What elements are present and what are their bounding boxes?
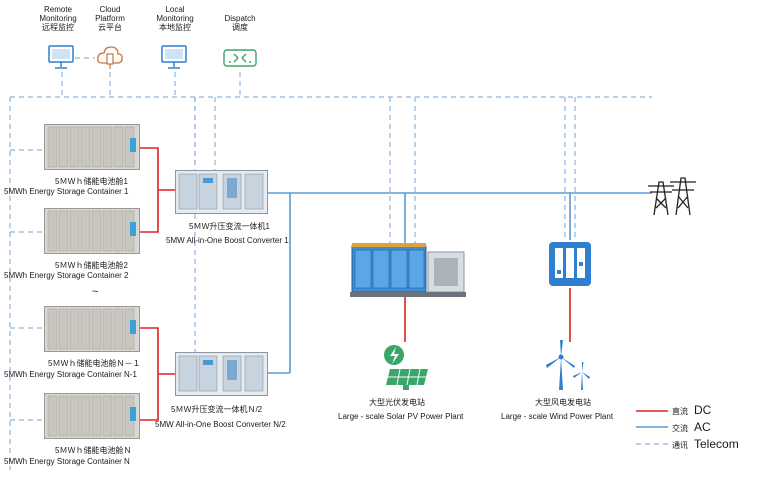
dispatch-label-en: Dispatch xyxy=(224,14,256,23)
container-n-1-label-zh: 5ＭＷｈ储能电池舱Ｎ－１ xyxy=(48,359,141,368)
remote-monitoring-label-en: Remote Monitoring xyxy=(39,5,77,23)
battery-container-icon xyxy=(44,124,140,170)
legend-dc: 直流 DC xyxy=(672,404,711,418)
container-n-label-zh: 5ＭＷｈ储能电池舱Ｎ xyxy=(55,446,132,455)
monitor-icon xyxy=(48,45,74,69)
boost-converter-icon xyxy=(175,170,268,214)
converter-n2-label-en: 5MW All-in-One Boost Converter N/2 xyxy=(155,420,286,429)
cloud-platform-label-zh: 云平台 xyxy=(98,23,122,32)
battery-container-icon xyxy=(44,208,140,254)
cloud-platform-icon xyxy=(97,46,123,69)
wind-power-cabinet-icon xyxy=(549,242,591,286)
dispatch-label-zh: 调度 xyxy=(232,23,248,32)
converter-n2-label-zh: 5ＭＷ升压变流一体机Ｎ/2 xyxy=(171,405,263,414)
dispatch-label: Dispatch 调度 xyxy=(208,14,272,32)
container-n-label-en: 5MWh Energy Storage Container N xyxy=(4,457,130,466)
transmission-tower-icon xyxy=(648,177,696,216)
local-monitoring-label-en: Local Monitoring xyxy=(156,5,194,23)
legend-dc-en: DC xyxy=(694,403,712,417)
legend-ac: 交流 AC xyxy=(672,421,711,435)
local-monitoring-label-zh: 本地监控 xyxy=(159,23,191,32)
legend-telecom-en: Telecom xyxy=(694,437,739,451)
converter-1-label-zh: 5ＭＷ升压变流一体机1 xyxy=(189,222,270,231)
solar-plant-label-zh: 大型光伏发电站 xyxy=(369,398,425,407)
container-1-label-zh: 5ＭＷｈ储能电池舱1 xyxy=(55,177,128,186)
solar-plant-label-en: Large - scale Solar PV Power Plant xyxy=(338,412,464,421)
cloud-platform-label: Cloud Platform 云平台 xyxy=(78,5,142,32)
converter-1-label-en: 5MW All-in-One Boost Converter 1 xyxy=(166,236,289,245)
container-2-label-en: 5MWh Energy Storage Container 2 xyxy=(4,271,129,280)
remote-monitoring-label: Remote Monitoring 远程监控 xyxy=(26,5,90,32)
legend-dc-zh: 直流 xyxy=(672,407,688,416)
cloud-platform-label-en: Cloud Platform xyxy=(95,5,125,23)
container-1-label-en: 5MWh Energy Storage Container 1 xyxy=(4,187,129,196)
legend-telecom-zh: 通讯 xyxy=(672,441,688,450)
remote-monitoring-label-zh: 远程监控 xyxy=(42,23,74,32)
telecom-network xyxy=(9,57,652,470)
legend-telecom: 通讯 Telecom xyxy=(672,438,739,452)
wind-plant-label-zh: 大型风电发电站 xyxy=(535,398,591,407)
monitor-icon xyxy=(161,45,187,69)
ellipsis-marker: ~ xyxy=(92,286,99,298)
boost-converter-icon xyxy=(175,352,268,396)
container-n-1-label-en: 5MWh Energy Storage Container N-1 xyxy=(4,370,137,379)
dispatch-switch-icon xyxy=(223,49,257,67)
legend-swatches xyxy=(636,410,668,445)
container-2-label-zh: 5ＭＷｈ储能电池舱2 xyxy=(55,261,128,270)
battery-container-icon xyxy=(44,393,140,439)
wind-turbine-icon xyxy=(546,340,590,390)
local-monitoring-label: Local Monitoring 本地监控 xyxy=(143,5,207,32)
pv-inverter-cabinet-icon xyxy=(350,243,466,297)
legend-ac-en: AC xyxy=(694,420,711,434)
ac-bus xyxy=(268,192,652,374)
legend-ac-zh: 交流 xyxy=(672,424,688,433)
battery-container-icon xyxy=(44,306,140,352)
dc-links xyxy=(140,147,571,421)
solar-panel-icon xyxy=(384,345,428,390)
wind-plant-label-en: Large - scale Wind Power Plant xyxy=(501,412,614,421)
